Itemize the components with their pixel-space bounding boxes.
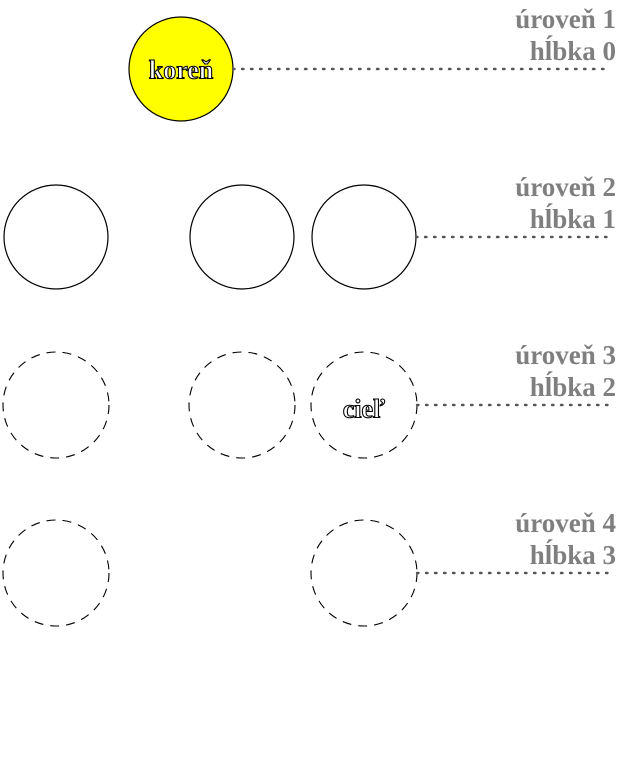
level-4-node-1 xyxy=(2,519,110,627)
level-4-nodes xyxy=(2,519,418,627)
level-4-node-2 xyxy=(310,519,418,627)
depth-1-label: hĺbka 1 xyxy=(530,203,616,234)
level-connectors xyxy=(231,67,612,575)
level-2-node-1 xyxy=(3,184,109,290)
level-labels: úroveň 1 hĺbka 0 úroveň 2 hĺbka 1 úroveň… xyxy=(515,4,616,570)
level-2-label: úroveň 2 xyxy=(515,172,616,202)
depth-2-label: hĺbka 2 xyxy=(530,371,616,402)
target-node-label: cieľ xyxy=(343,395,386,424)
level-2-node-3 xyxy=(311,184,417,290)
depth-0-label: hĺbka 0 xyxy=(530,35,616,66)
root-node: koreň xyxy=(128,16,234,122)
root-node-label: koreň xyxy=(149,56,214,85)
level-2-nodes xyxy=(3,184,417,290)
level-2-node-2 xyxy=(189,184,295,290)
level-3-nodes: cieľ xyxy=(2,351,418,459)
level-1-label: úroveň 1 xyxy=(515,4,616,34)
depth-3-label: hĺbka 3 xyxy=(530,539,616,570)
level-3-node-1 xyxy=(2,351,110,459)
level-3-label: úroveň 3 xyxy=(515,340,616,370)
level-4-label: úroveň 4 xyxy=(515,508,616,538)
level-3-node-2 xyxy=(188,351,296,459)
